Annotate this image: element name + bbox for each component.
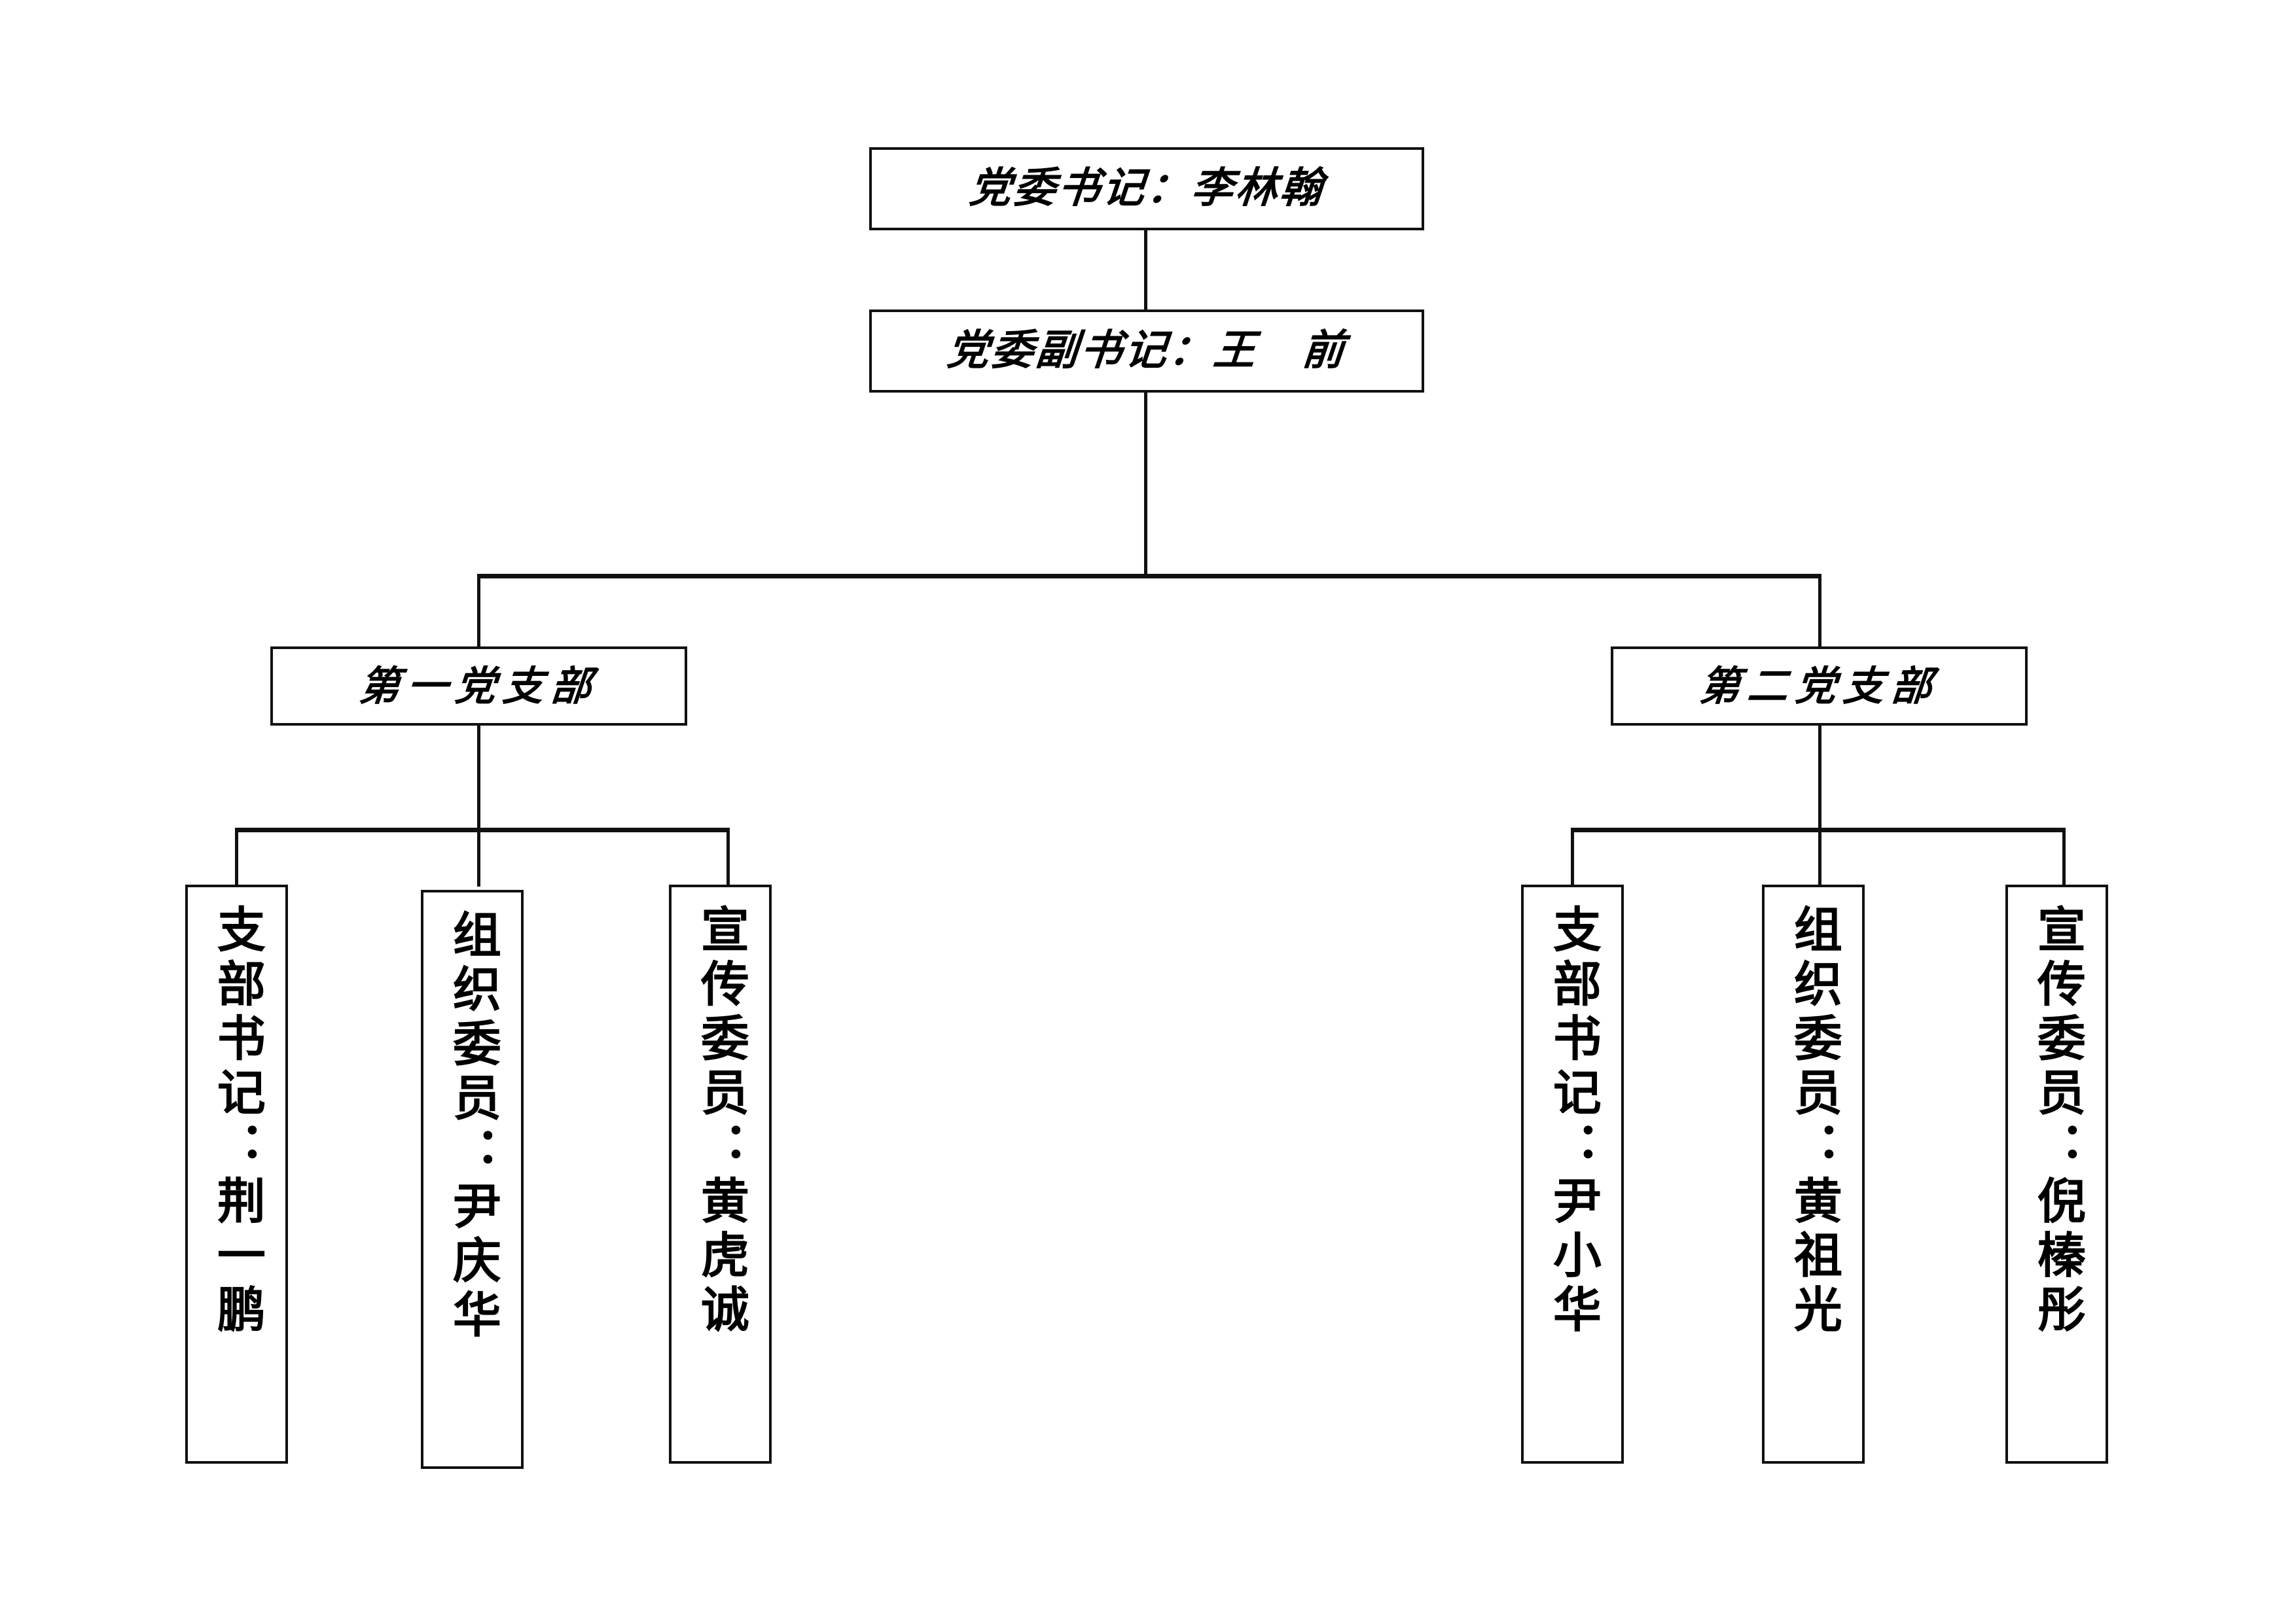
connector-right-member-1-drop [1571,828,1574,887]
node-party-secretary-label: 党委书记：李林翰 [967,164,1327,213]
node-member-left-1[interactable]: 支部书记：荆一鹏 [185,885,288,1464]
connector-deputy-drop [1144,393,1147,577]
connector-bus-to-branch-right [1818,574,1821,648]
connector-right-member-3-drop [2062,828,2066,887]
node-member-right-3-label: 宣传委员：倪榛彤 [2029,904,2086,1339]
connector-left-member-3-drop [726,828,730,887]
node-member-left-2-label: 组织委员：尹庆华 [444,909,501,1344]
connector-left-member-2-drop [477,828,480,887]
connector-branch-right-drop [1818,726,1821,830]
node-member-left-3[interactable]: 宣传委员：黄虎诚 [669,885,772,1464]
node-member-right-2-label: 组织委员：黄祖光 [1785,904,1842,1339]
node-member-left-2[interactable]: 组织委员：尹庆华 [421,890,524,1469]
node-member-right-1-label: 支部书记：尹小华 [1545,904,1602,1339]
node-branch-second[interactable]: 第二党支部 [1611,646,2028,726]
node-member-left-1-label: 支部书记：荆一鹏 [209,904,266,1339]
connector-branch-left-drop [477,726,480,830]
node-member-left-3-label: 宣传委员：黄虎诚 [692,904,749,1339]
connector-left-member-1-drop [235,828,238,887]
node-party-secretary[interactable]: 党委书记：李林翰 [869,147,1424,230]
node-member-right-1[interactable]: 支部书记：尹小华 [1521,885,1624,1464]
node-branch-first-label: 第一党支部 [357,662,601,710]
connector-sub-bus-left [235,828,730,832]
node-member-right-2[interactable]: 组织委员：黄祖光 [1762,885,1865,1464]
connector-right-member-2-drop [1818,828,1821,887]
connector-bus-to-branch-left [477,574,480,648]
node-branch-second-label: 第二党支部 [1697,662,1941,710]
node-deputy-secretary-label: 党委副书记：王 前 [944,326,1349,375]
connector-secretary-to-deputy [1144,230,1147,309]
node-branch-first[interactable]: 第一党支部 [270,646,687,726]
connector-main-bus [477,574,1821,578]
node-member-right-3[interactable]: 宣传委员：倪榛彤 [2005,885,2108,1464]
node-deputy-secretary[interactable]: 党委副书记：王 前 [869,309,1424,393]
